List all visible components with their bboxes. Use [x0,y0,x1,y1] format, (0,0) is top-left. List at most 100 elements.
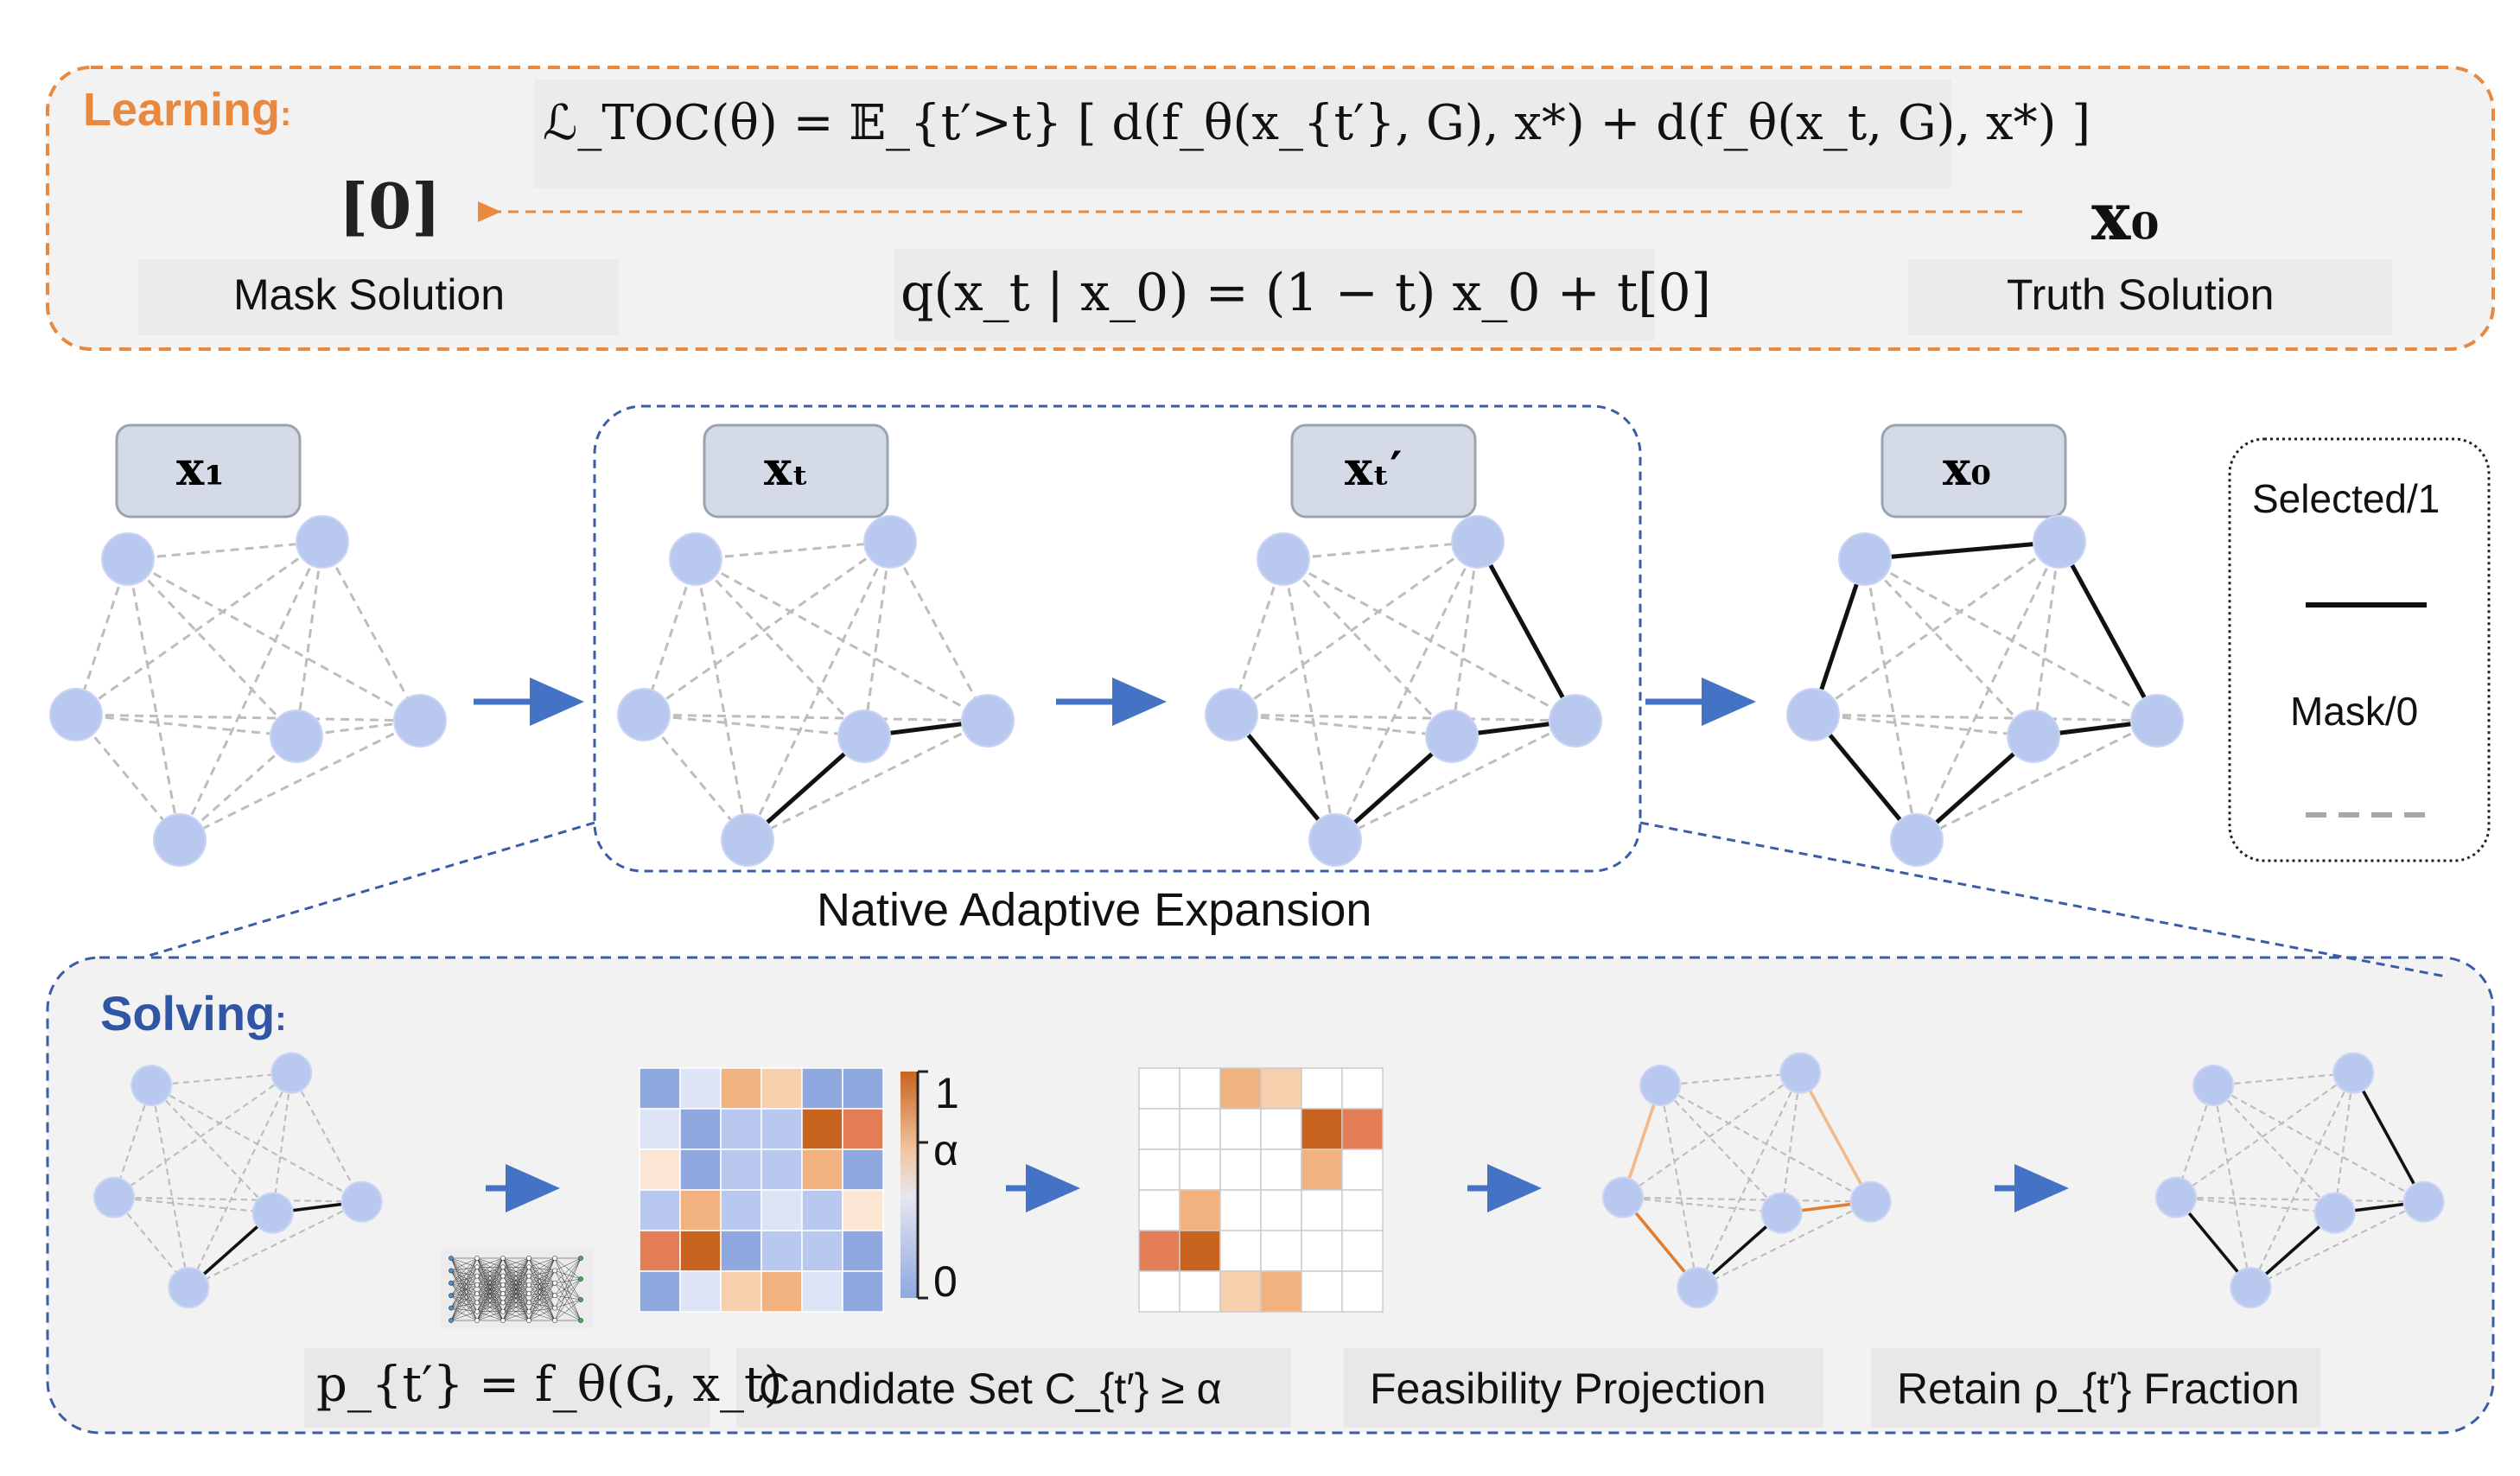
mask-edge [862,541,892,737]
selected-edge [2057,540,2160,722]
heatmap-cell [801,1148,843,1191]
nnet-edge [528,1257,556,1321]
candidate-cell [1341,1148,1384,1191]
nnet-edge [528,1302,556,1308]
nnet-edge [450,1270,478,1276]
graph-node [2007,709,2060,763]
nnet-edge [528,1267,556,1308]
mask-edge [1915,541,2061,841]
graph-node [2230,1267,2272,1308]
nnet-edge [450,1257,478,1312]
nnet-edge [450,1302,478,1308]
nnet-edge [502,1257,530,1303]
nnet-edge [528,1270,556,1295]
mask-edge [75,713,421,722]
nnet-node [449,1318,454,1323]
mask-edge [1812,713,2158,722]
heatmap-cell [801,1270,843,1313]
heatmap-cell [679,1189,722,1231]
heatmap-cell [679,1230,722,1272]
heatmap-cell [639,1067,681,1110]
nnet-edge [450,1293,478,1308]
nnet-edge [528,1293,556,1321]
nnet-edge [476,1293,504,1321]
graph-node [251,1192,294,1234]
nnet-edge [450,1282,478,1303]
candidate-cell [1301,1230,1343,1272]
nnet-edge [450,1276,478,1321]
nnet-edge [450,1284,478,1321]
solve-graph-retained [2155,1052,2445,1308]
solve-graph-input [93,1052,383,1308]
nnet-edge [554,1299,582,1321]
mask-edge [290,1072,363,1203]
mask-edge [2333,1072,2355,1213]
nnet-edge [476,1257,504,1268]
candidate-cell [1260,1230,1302,1272]
retain-label: Retain ρ_{t′} Fraction [1897,1365,2300,1413]
nnet-edge [554,1278,582,1308]
candidate-cell [1301,1270,1343,1313]
candidate-cell [1260,1148,1302,1191]
nnet-node [500,1264,506,1270]
candidate-cell [1179,1067,1221,1110]
nnet-edge [528,1295,556,1321]
nnet-node [449,1280,454,1286]
nnet-edge [450,1282,478,1295]
candidate-cell [1341,1067,1384,1110]
nnet-edge [528,1257,556,1303]
mask-edge [1450,541,1480,737]
graph-node [1639,1065,1682,1106]
nnet-node [552,1256,557,1261]
mask-edge [179,719,421,842]
graph-node [1308,813,1362,867]
heatmap-cell [679,1108,722,1150]
loss-formula-box [534,80,1951,188]
nnet-node [526,1256,531,1261]
nnet-edge [450,1270,478,1286]
nnet-edge [528,1270,556,1312]
mask-edge [74,558,130,716]
graph-node [168,1267,210,1308]
nnet-edge [450,1284,478,1308]
mask-label: Mask Solution [233,270,506,319]
learning-title-text: Learning [83,84,281,136]
graph-node [130,1065,173,1106]
nnet-edge [528,1257,556,1268]
candidate-cell [1301,1067,1343,1110]
heatmap-cell [842,1230,884,1272]
probability-heatmap [639,1067,884,1313]
candidate-cell [1138,1189,1180,1231]
stage-label-xtp: xₜ′ [1345,441,1403,496]
candidate-cell [1260,1108,1302,1150]
nnet-node [474,1300,480,1306]
forward-formula-box [894,249,1655,340]
graph-node [270,709,323,763]
nnet-edge [528,1307,556,1312]
neural-network-icon [441,1249,593,1328]
nnet-edge [554,1282,582,1301]
mask-edge [188,1200,363,1288]
mask-edge [113,1196,362,1203]
nnet-node [449,1293,454,1299]
heatmap-cell [801,1108,843,1150]
graph-node [101,532,155,586]
candidate-cell [1138,1230,1180,1272]
nnet-edge [554,1257,582,1296]
truth-label: Truth Solution [2007,270,2275,319]
mask-edge [2175,1196,2424,1203]
nnet-edge [554,1257,582,1271]
mask-edge [74,714,181,841]
graph-node [1205,688,1258,741]
policy-formula: p_{t′} = f_θ(G, x_t) [316,1357,783,1413]
mask-edge [695,540,891,561]
mask-edge [150,1085,190,1288]
heatmap-cell [639,1108,681,1150]
mask-edge [1282,557,1576,722]
heatmap-cell [720,1067,762,1110]
nnet-edge [450,1311,478,1321]
graph-node [393,694,447,748]
mask-edge [1333,541,1480,841]
mask-edge [1282,540,1479,561]
